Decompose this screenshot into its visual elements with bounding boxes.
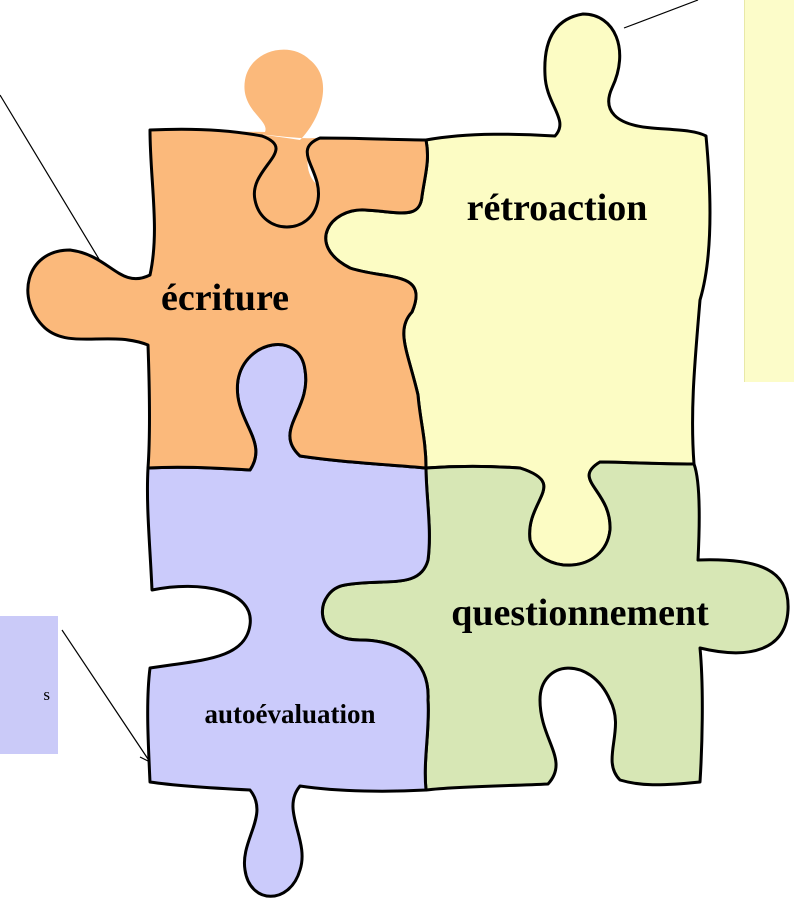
callout-line-1: s xyxy=(43,685,50,704)
self-assessment-label: autoévaluation xyxy=(204,699,375,729)
self-assessment-callout-box: s sa r, xyxy=(0,616,58,754)
feedback-callout-connector xyxy=(623,0,699,29)
self-assessment-callout-text: s sa r, xyxy=(33,632,50,754)
questioning-label: questionnement xyxy=(451,592,709,634)
writing-label: écriture xyxy=(161,277,289,319)
writing-callout-connector xyxy=(0,94,109,275)
writing-puzzle-piece-outline xyxy=(26,127,429,472)
feedback-label: rétroaction xyxy=(467,187,648,229)
self-assessment-callout-connector-upper xyxy=(61,629,151,763)
feedback-callout-box xyxy=(744,0,794,382)
